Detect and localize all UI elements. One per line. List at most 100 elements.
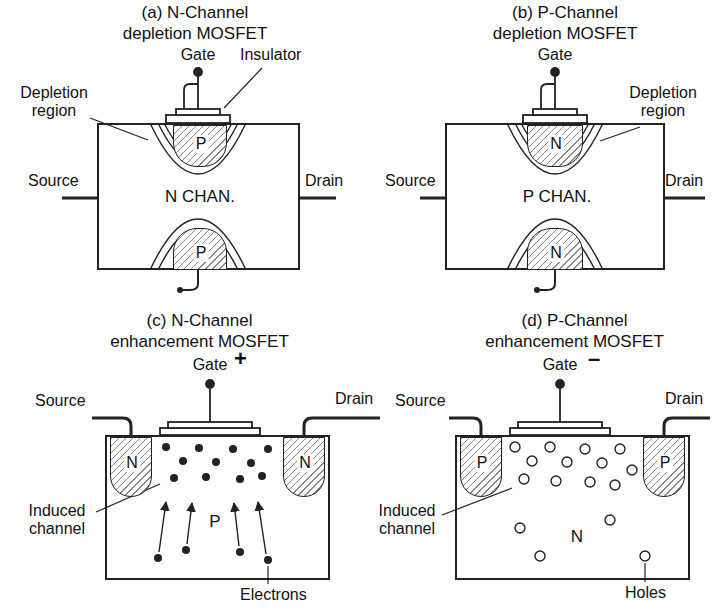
terminal-wire: [304, 418, 380, 435]
electron-dot: [229, 445, 237, 453]
depletion-curve: [507, 123, 603, 174]
gate-terminal: [559, 388, 561, 422]
terminal-label: Drain: [305, 172, 355, 190]
hole-circle: [527, 456, 537, 466]
terminal-label: Source: [28, 172, 88, 190]
terminal-wire: [449, 418, 481, 435]
gate-terminal: [166, 68, 230, 123]
electron-dot: [247, 459, 255, 467]
terminal-wire: [449, 418, 710, 435]
part-label: Depletion region: [10, 84, 98, 120]
gate-terminal: [510, 428, 610, 435]
hole-circle: [627, 465, 637, 475]
leader-line: [600, 127, 640, 141]
terminal-label: Source: [35, 392, 95, 410]
electron-dot: [258, 472, 266, 480]
panel-heading: (a) N-Channel depletion MOSFET: [110, 2, 280, 44]
depletion-curve: [515, 229, 595, 270]
gate-terminal: [166, 115, 230, 123]
panel-heading: (b) P-Channel depletion MOSFET: [480, 2, 650, 44]
gate-terminal: [518, 422, 602, 428]
depletion-curve: [158, 229, 238, 270]
terminal-wire: [664, 418, 710, 435]
hole-circle: [597, 458, 607, 468]
terminal-label: Source: [395, 392, 455, 410]
gate-terminal: [176, 109, 220, 115]
panel-heading: (c) N-Channel enhancement MOSFET: [102, 310, 297, 352]
electron-dot: [264, 445, 272, 453]
gate-terminal: [160, 428, 260, 435]
electron-dot: [212, 458, 220, 466]
terminal-label: Drain: [665, 390, 713, 408]
hole-circle: [615, 444, 625, 454]
channel-label: N CHAN.: [163, 188, 237, 206]
gate-region: N: [527, 228, 583, 270]
source-region: N: [110, 437, 152, 497]
gate-terminal: [206, 380, 214, 388]
electron-dot: [182, 546, 190, 554]
hole-circle: [562, 457, 572, 467]
hole-circle: [519, 474, 529, 484]
terminal-knob: [177, 287, 183, 293]
doping-label: N: [124, 454, 140, 472]
mosfet-body: PNN: [105, 435, 330, 580]
depletion-curve: [507, 219, 603, 270]
doping-label: P: [475, 454, 490, 472]
drift-arrow: [258, 502, 266, 554]
gate-terminal: [194, 68, 202, 76]
substrate-label: N: [569, 528, 585, 546]
electron-dot: [170, 474, 178, 482]
hole-circle: [580, 444, 590, 454]
terminal-wire: [540, 270, 555, 290]
doping-label: P: [658, 454, 673, 472]
channel-label: P CHAN.: [521, 188, 594, 206]
hole-circle: [510, 442, 520, 452]
gate-terminal: [197, 76, 199, 109]
part-label: Insulator: [240, 46, 320, 64]
part-label: Induced channel: [364, 502, 450, 538]
terminal-label: Gate: [185, 356, 235, 374]
electron-dot: [154, 443, 272, 564]
drift-arrow: [159, 502, 166, 552]
electron-dot: [264, 556, 272, 564]
electron-dot: [202, 473, 210, 481]
drift-arrow: [234, 503, 239, 546]
terminal-wire: [183, 270, 198, 290]
terminal-label: Drain: [335, 390, 390, 408]
substrate-label: P: [207, 513, 222, 531]
leader-line: [600, 127, 640, 141]
gate-terminal: [209, 388, 211, 422]
terminal-label: Drain: [665, 172, 713, 190]
depletion-curve: [150, 219, 246, 270]
gate-terminal: [551, 68, 559, 76]
hole-circle: [515, 523, 525, 533]
doping-label: P: [194, 135, 209, 153]
gate-terminal: [533, 109, 577, 115]
mosfet-body: N P P: [455, 435, 690, 580]
terminal-wire: [92, 418, 380, 435]
terminal-wire: [665, 197, 705, 200]
part-label: Depletion region: [618, 84, 708, 120]
gate-terminal: [556, 380, 564, 388]
terminal-label: Gate: [530, 46, 580, 64]
mosfet-body: N CHAN.PP: [97, 123, 300, 270]
drift-arrow: [159, 502, 266, 554]
gate-terminal: [510, 380, 610, 435]
electron-dot: [162, 443, 170, 451]
gate-terminal: [554, 76, 556, 109]
gate-terminal: [541, 84, 555, 109]
leader-line: [96, 484, 268, 584]
electron-dot: [179, 457, 187, 465]
polarity-sign: –: [588, 350, 608, 368]
hole-circle: [545, 442, 555, 452]
hole-circle: [585, 477, 595, 487]
terminal-label: Gate: [535, 356, 585, 374]
electron-dot: [195, 444, 203, 452]
terminal-wire: [420, 198, 705, 290]
gate-terminal: [184, 84, 198, 109]
source-region: P: [460, 437, 502, 497]
hole-circle: [510, 442, 650, 561]
doping-label: N: [548, 135, 564, 153]
